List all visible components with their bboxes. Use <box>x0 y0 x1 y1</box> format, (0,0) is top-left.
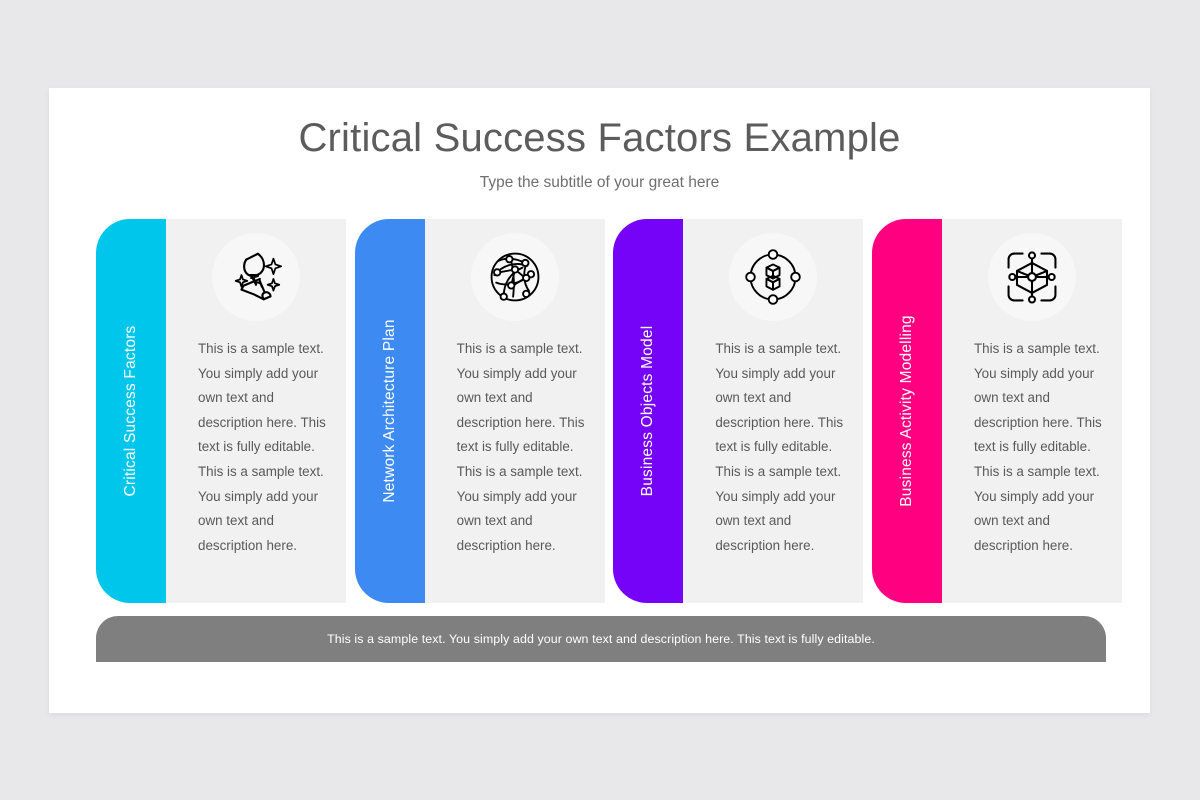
trophy-sparkle-icon <box>212 233 300 321</box>
card-color-bar: Business Activity Modelling <box>871 219 942 603</box>
card-panel: This is a sample text. You simply add yo… <box>424 219 605 603</box>
footer-text: This is a sample text. You simply add yo… <box>327 632 875 646</box>
card-panel: This is a sample text. You simply add yo… <box>166 219 346 603</box>
card-color-bar: Critical Success Factors <box>96 219 166 603</box>
card-color-bar: Network Architecture Plan <box>354 219 425 603</box>
card-critical-success-factors[interactable]: Critical Success Factors <box>96 219 346 603</box>
card-business-activity-modelling[interactable]: Business Activity Modelling <box>871 219 1122 603</box>
card-body-text: This is a sample text. You simply add yo… <box>456 341 585 553</box>
network-globe-icon <box>470 233 559 321</box>
card-body-text: This is a sample text. You simply add yo… <box>715 341 844 553</box>
slide-canvas: Critical Success Factors Example Type th… <box>49 88 1150 713</box>
card-body-text: This is a sample text. You simply add yo… <box>973 341 1102 553</box>
card-label: Network Architecture Plan <box>380 319 398 503</box>
cards-row: Critical Success Factors <box>96 219 1122 603</box>
card-label: Critical Success Factors <box>122 325 139 497</box>
card-body-text: This is a sample text. You simply add yo… <box>198 341 326 553</box>
slide-header: Critical Success Factors Example Type th… <box>49 88 1150 192</box>
page-title: Critical Success Factors Example <box>298 116 901 160</box>
hexagon-frame-icon <box>987 233 1076 321</box>
page-subtitle: Type the subtitle of your great here <box>479 174 720 191</box>
cube-nodes-icon <box>729 233 818 321</box>
card-label: Business Objects Model <box>639 325 657 497</box>
card-color-bar: Business Objects Model <box>613 219 684 603</box>
card-panel: This is a sample text. You simply add yo… <box>683 219 864 603</box>
card-panel: This is a sample text. You simply add yo… <box>941 219 1122 603</box>
card-network-architecture-plan[interactable]: Network Architecture Plan <box>354 219 605 603</box>
footer-banner: This is a sample text. You simply add yo… <box>96 616 1106 662</box>
card-label: Business Activity Modelling <box>897 315 915 507</box>
card-business-objects-model[interactable]: Business Objects Model <box>613 219 864 603</box>
